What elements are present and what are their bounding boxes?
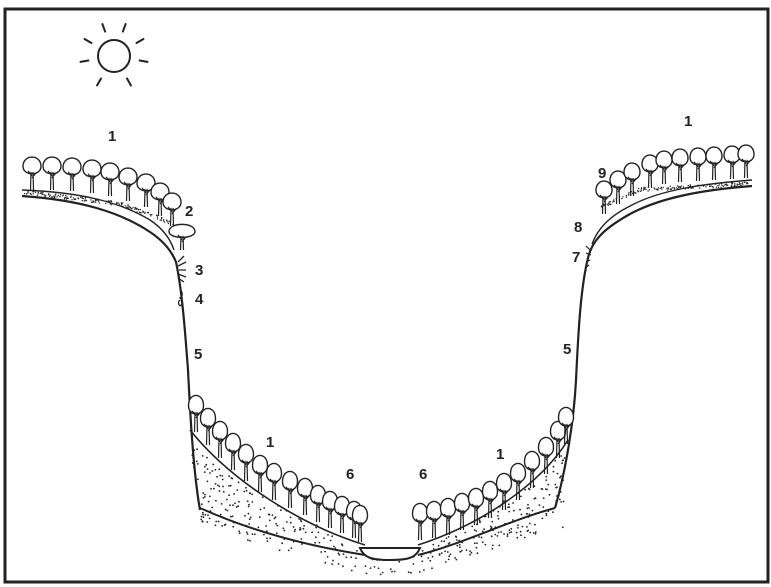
tree-icon	[163, 193, 181, 226]
tree-icon	[119, 168, 137, 201]
tree-icon	[23, 157, 41, 190]
river-channel	[360, 548, 420, 560]
label-left-top: 1	[108, 128, 116, 145]
left-cliff-profile	[22, 196, 200, 510]
tree-icon	[656, 151, 672, 184]
sediment-stipple	[24, 182, 749, 576]
tree-icon	[83, 160, 101, 193]
tree-icon	[690, 148, 706, 181]
tree-icon	[283, 471, 298, 508]
tree-icon	[253, 455, 268, 492]
label-right-river-trees: 6	[419, 466, 427, 483]
tree-icon	[427, 501, 442, 538]
tree-group	[23, 145, 754, 542]
tree-icon	[267, 463, 282, 500]
label-right-cliff: 5	[563, 341, 571, 358]
label-left-slope: 1	[266, 434, 274, 451]
label-right-low-zone: 7	[572, 249, 580, 266]
label-left-river-trees: 6	[346, 466, 354, 483]
label-right-shrub-zone: 8	[574, 219, 582, 236]
tree-icon	[738, 145, 754, 178]
label-right-top: 1	[684, 113, 692, 130]
diagram-border	[5, 9, 768, 582]
sun-icon	[81, 24, 148, 85]
right-soil-line	[592, 180, 752, 244]
label-left-edge-trees: 2	[185, 203, 193, 220]
right-cliff-profile	[555, 186, 752, 508]
tree-icon	[706, 147, 722, 180]
label-right-slope: 1	[496, 446, 504, 463]
tree-icon	[596, 181, 612, 214]
left-shrub	[178, 256, 186, 282]
label-right-edge-trees: 9	[598, 165, 606, 182]
tree-icon	[63, 158, 81, 191]
label-left-cliff: 5	[194, 346, 202, 363]
tree-icon	[101, 163, 119, 196]
tree-icon	[413, 503, 428, 540]
tree-icon	[724, 146, 740, 179]
tree-icon	[43, 157, 61, 190]
tree-icon	[672, 149, 688, 182]
label-left-shrub: 3	[195, 262, 203, 279]
label-left-small-plant: 4	[195, 291, 204, 308]
tree-icon	[239, 444, 254, 481]
